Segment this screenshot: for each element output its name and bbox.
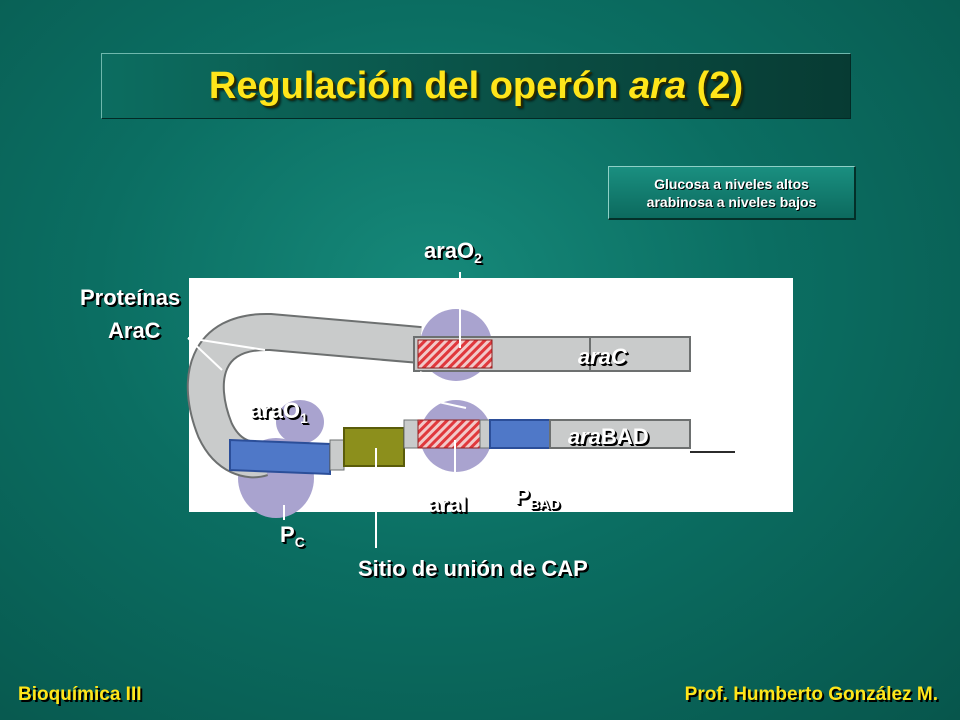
pbad-promoter xyxy=(489,419,551,449)
slide-title: Regulación del operón ara (2) xyxy=(208,64,744,107)
dna-spacer-2 xyxy=(403,419,419,449)
arao2-operator xyxy=(417,339,493,369)
arac-protein-o1 xyxy=(276,400,324,444)
label-pbad: PBAD xyxy=(515,484,561,512)
title-banner: Regulación del operón ara (2) xyxy=(101,53,851,119)
leader-arac-protein-1 xyxy=(187,337,266,351)
leader-arao1 xyxy=(261,411,277,431)
leader-arac-protein-3 xyxy=(419,371,451,385)
pc-promoter xyxy=(229,438,331,476)
label-arai: araI xyxy=(428,492,468,517)
label-pc: PC xyxy=(280,522,305,550)
condition-line-arabinose: arabinosa a niveles bajos xyxy=(646,193,817,210)
leader-arac-protein-2 xyxy=(187,337,223,371)
arabad-genes xyxy=(549,419,691,449)
label-cap-site: Sitio de unión de CAP xyxy=(358,556,588,581)
condition-box: Glucosa a niveles altos arabinosa a nive… xyxy=(608,166,856,220)
arai-operator xyxy=(417,419,481,449)
footer-author: Prof. Humberto González M. xyxy=(684,684,938,705)
label-proteinas: Proteínas xyxy=(80,285,181,310)
label-arac-gene: araC xyxy=(578,344,627,369)
condition-line-glucose: Glucosa a niveles altos xyxy=(654,175,809,192)
leader-arac-protein-4 xyxy=(419,397,467,409)
dna-spacer-3 xyxy=(479,419,491,449)
label-arac-protein: AraC xyxy=(108,318,161,343)
arac-gene xyxy=(589,336,691,372)
dna-spacer xyxy=(329,439,345,471)
label-arao1: araO1 xyxy=(250,398,308,426)
label-arabad: araBAD xyxy=(568,424,649,449)
footer-course: Bioquímica III xyxy=(18,684,142,705)
cap-binding-site xyxy=(343,427,405,467)
label-arao2: araO2 xyxy=(424,238,482,266)
